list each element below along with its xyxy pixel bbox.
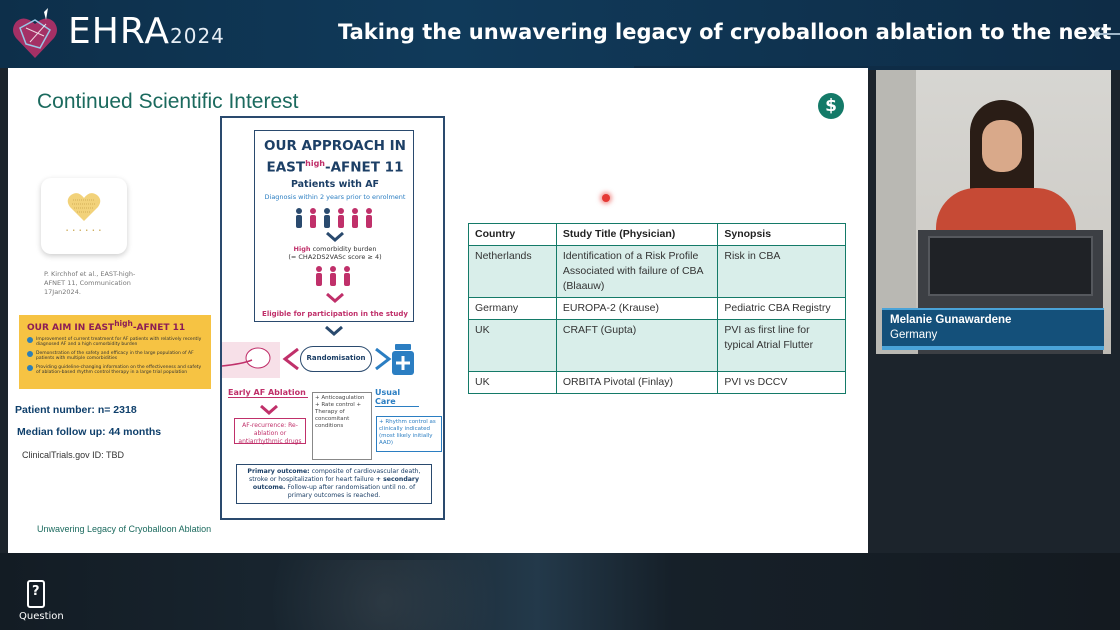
name-plate-accent (882, 346, 1104, 350)
top-banner: EHRA2024 Taking the unwavering legacy of… (0, 0, 1120, 68)
table-cell: Germany (468, 297, 557, 320)
table-cell: Pediatric CBA Registry (717, 297, 846, 320)
rhythm-control-box: + Rhythm control as clinically indicated… (376, 416, 442, 452)
aim-title-suffix: -AFNET 11 (132, 323, 186, 333)
slide-title: Continued Scientific Interest (37, 90, 299, 113)
chevron-down-icon (326, 232, 344, 242)
study-logo-card: • • • • • • (41, 178, 127, 254)
question-phone-icon[interactable] (27, 580, 45, 608)
approach-title-sup: high (305, 159, 325, 168)
chevron-down-icon (260, 405, 278, 415)
medication-bottle-icon (392, 344, 414, 375)
ehra-wordmark: EHRA2024 (68, 12, 225, 56)
brand-name: EHRA (68, 11, 170, 52)
chevron-down-icon (326, 293, 344, 303)
study-logo-caption: • • • • • • (65, 228, 103, 234)
high-word: High (293, 245, 311, 253)
slide-footer-note: Unwavering Legacy of Cryoballoon Ablatio… (37, 524, 212, 534)
table-row: Germany EUROPA-2 (Krause) Pediatric CBA … (468, 297, 846, 320)
speaker-face (982, 120, 1022, 172)
aim-title-sup: high (114, 319, 133, 328)
speaker-name-plate: Melanie Gunawardene Germany (882, 308, 1104, 346)
high-rest: comorbidity burden (312, 245, 377, 253)
aim-item: Improvement of current treatment for AF … (27, 337, 203, 347)
table-header-row: Country Study Title (Physician) Synopsis (468, 223, 846, 246)
score-label: (= CHA2DS2VASc score ≥ 4) (288, 253, 382, 261)
patient-number: Patient number: n= 2318 (15, 404, 137, 416)
column-header-synopsis: Synopsis (717, 223, 846, 246)
laser-pointer (602, 194, 610, 202)
outcome-bold: Primary outcome: (247, 468, 310, 475)
table-row: Netherlands Identification of a Risk Pro… (468, 245, 846, 298)
approach-title-line1: OUR APPROACH IN (264, 138, 406, 154)
slide-top-strip (634, 66, 1120, 70)
aim-title: OUR AIM IN EASThigh-AFNET 11 (27, 319, 203, 333)
aim-item: Demonstration of the safety and efficacy… (27, 351, 203, 361)
arrow-right-icon (375, 348, 392, 370)
table-cell: PVI vs DCCV (717, 371, 846, 394)
table-cell: ORBITA Pivotal (Finlay) (555, 371, 719, 394)
bottom-background (0, 553, 1120, 630)
video-wall (876, 70, 916, 354)
aim-item: Providing guideline-changing information… (27, 365, 203, 375)
presentation-slide: Continued Scientific Interest $ • • • • … (8, 68, 868, 553)
question-button-label[interactable]: Question (19, 611, 64, 622)
table-row: UK ORBITA Pivotal (Finlay) PVI vs DCCV (468, 371, 846, 394)
table-cell: EUROPA-2 (Krause) (555, 297, 719, 320)
approach-title-suffix: -AFNET 11 (324, 159, 404, 176)
patients-label: Patients with AF (290, 179, 380, 190)
comorbid-people-icon (316, 266, 350, 286)
studies-table: Country Study Title (Physician) Synopsis… (468, 223, 846, 394)
column-header-country: Country (468, 223, 557, 246)
study-flow-diagram: OUR APPROACH IN EASThigh-AFNET 11 Patien… (220, 116, 445, 520)
approach-box: OUR APPROACH IN EASThigh-AFNET 11 Patien… (254, 130, 414, 322)
patients-people-icon (296, 208, 372, 228)
clinical-trials-id: ClinicalTrials.gov ID: TBD (22, 450, 125, 460)
outcome-text: composite of cardiovascular death, strok… (248, 468, 421, 483)
caduceus-brand-icon: $ (818, 93, 844, 119)
table-cell: Netherlands (468, 245, 557, 298)
session-title: Taking the unwavering legacy of cryoball… (338, 20, 1120, 44)
approach-title: OUR APPROACH IN EASThigh-AFNET 11 (255, 137, 415, 177)
aim-title-prefix: OUR AIM IN EAST (27, 323, 115, 333)
speaker-name: Melanie Gunawardene (890, 314, 1012, 326)
table-row: UK CRAFT (Gupta) PVI as first line for t… (468, 319, 846, 372)
bottom-decoration (260, 560, 570, 630)
early-af-ablation-label: Early AF Ablation (228, 388, 308, 398)
title-decoration (1094, 31, 1120, 37)
brand-year: 2024 (170, 24, 225, 48)
table-cell: UK (468, 371, 557, 394)
usual-care-label: Usual Care (375, 388, 419, 407)
podium-monitor (928, 236, 1093, 296)
table-cell: PVI as first line for typical Atrial Flu… (717, 319, 846, 372)
primary-outcome-box: Primary outcome: composite of cardiovasc… (236, 464, 432, 504)
high-comorbidity-label: High comorbidity burden(= CHA2DS2VASc sc… (255, 245, 415, 261)
eligible-label: Eligible for participation in the study (262, 310, 408, 318)
secondary-text: Follow-up after randomisation until no. … (287, 484, 416, 499)
speaker-country: Germany (890, 329, 938, 341)
approach-title-east: EAST (266, 159, 306, 176)
citation: P. Kirchhof et al., EAST-high-AFNET 11, … (44, 270, 136, 296)
arrow-left-icon (282, 348, 299, 370)
randomisation-box: Randomisation (300, 346, 372, 372)
column-header-study-title: Study Title (Physician) (555, 223, 719, 246)
heart-logo-icon (67, 193, 101, 221)
anticoagulation-box: + Anticoagulation + Rate control + Thera… (312, 392, 372, 460)
table-cell: Risk in CBA (717, 245, 846, 298)
median-follow-up: Median follow up: 44 months (17, 426, 162, 438)
af-recurrence-box: AF-recurrence: Re-ablation or antiarrhyt… (234, 418, 306, 445)
secondary-bold: + secondary outcome. (252, 476, 420, 491)
chevron-down-icon (325, 326, 343, 336)
table-cell: CRAFT (Gupta) (555, 319, 719, 372)
speaker-video: Melanie Gunawardene Germany (876, 70, 1111, 354)
catheter-balloon-icon (222, 342, 280, 378)
aim-box: OUR AIM IN EASThigh-AFNET 11 Improvement… (19, 315, 211, 389)
ehra-heart-logo-icon (13, 8, 57, 59)
table-cell: UK (468, 319, 557, 372)
diagnosis-label: Diagnosis within 2 years prior to enrolm… (264, 193, 406, 201)
table-cell: Identification of a Risk Profile Associa… (555, 245, 719, 298)
